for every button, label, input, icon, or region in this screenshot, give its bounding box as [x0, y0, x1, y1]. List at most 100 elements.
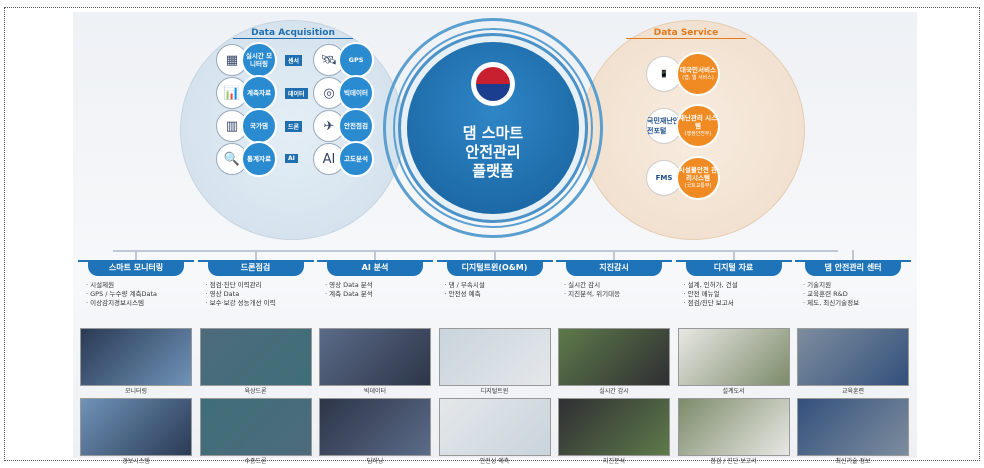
- bullet-item: · 점검·진단 이력관리: [205, 281, 262, 289]
- photo: [797, 398, 909, 456]
- category-column: 드론점검· 점검·진단 이력관리· 영상 Data· 보수·보강 성능개선 이력…: [197, 260, 314, 468]
- service-label: 대국민서비스: [680, 66, 716, 74]
- photo: [80, 398, 192, 456]
- bullet-item: · 안전 매뉴얼: [683, 290, 720, 298]
- category-header: 드론점검: [197, 260, 314, 276]
- government-emblem-icon: [471, 62, 515, 106]
- bullet-item: · 보수·보강 성능개선 이력: [205, 299, 276, 307]
- photo-caption: 수중드론: [244, 458, 267, 465]
- photo-caption: 모니터링: [124, 388, 148, 395]
- photo-caption: 육상드론: [244, 388, 267, 395]
- acquisition-item: GPS: [338, 42, 374, 78]
- bullet-list: · 실시간 감시· 지진분석, 위기대응: [558, 276, 670, 328]
- photo: [319, 328, 431, 386]
- platform-diagram: 댐 스마트 안전관리 플랫폼 Data Acquisition Data Ser…: [73, 12, 917, 465]
- bullet-item: · 계측 Data 분석: [325, 290, 373, 298]
- photo: [80, 328, 192, 386]
- bullet-item: · 교육훈련 R&D: [803, 290, 848, 298]
- connector-line: [613, 250, 615, 260]
- category-header: 디지털 자료: [675, 260, 792, 276]
- acquisition-item: 국가댐: [241, 108, 277, 144]
- ring: [393, 28, 593, 228]
- photo: [558, 398, 670, 456]
- bullet-item: · 안전성 예측: [444, 290, 481, 298]
- category-header: AI 분석: [317, 260, 433, 276]
- category-header: 댐 안전관리 센터: [795, 260, 911, 276]
- photo: [438, 328, 551, 386]
- photo: [199, 328, 312, 386]
- acquisition-tag: 드론: [285, 121, 303, 132]
- bullet-item: · 설계, 인허가, 건설: [683, 281, 738, 289]
- connector-line: [374, 250, 376, 260]
- acquisition-item: 계측자료: [241, 75, 277, 111]
- photo-caption: 지진분석: [602, 458, 626, 465]
- category-header: 지진감시: [556, 260, 672, 276]
- monitor-room-photo: ▦: [216, 44, 248, 76]
- category-column: 스마트 모니터링· 시설제원· GPS / 누수량 계측Data· 이상감지경보…: [78, 260, 194, 468]
- photo: [797, 328, 909, 386]
- connector-line: [493, 250, 496, 260]
- acquisition-item: 안전점검: [338, 108, 374, 144]
- photo-caption: 점검 / 진단 보고서: [710, 458, 757, 465]
- bullet-list: · 댐 / 부속시설· 안전성 예측: [439, 276, 551, 328]
- acquisition-tag: 데이터: [285, 88, 308, 99]
- bullet-list: · 시설제원· GPS / 누수량 계측Data· 이상감지경보시스템: [80, 276, 192, 328]
- photo: [319, 398, 431, 456]
- photo-caption: 교육훈련: [841, 388, 865, 395]
- bullet-item: · 댐 / 부속시설: [444, 281, 485, 289]
- bullet-item: · 영상 Data: [205, 290, 240, 298]
- photo-caption: 빅데이터: [363, 388, 387, 395]
- photo-caption: 안전성 예측: [479, 458, 510, 465]
- photo: [199, 398, 312, 456]
- bullet-list: · 영상 Data 분석· 계측 Data 분석: [319, 276, 431, 328]
- title-line: 플랫폼: [472, 162, 514, 180]
- photo-caption: 경보시스템: [122, 458, 150, 465]
- bullet-item: · 영상 Data 분석: [325, 281, 373, 289]
- acquisition-item: 고도분석: [338, 141, 374, 177]
- photo-caption: 최신기술 정보: [835, 458, 871, 465]
- connector-line: [135, 250, 137, 260]
- center-circle: 댐 스마트 안전관리 플랫폼: [407, 42, 579, 214]
- service-sub: (국토교통부): [684, 183, 712, 189]
- category-header: 디지털트윈(O&M): [436, 260, 553, 276]
- service-item: 대국민서비스(앱, 웹 서비스): [676, 52, 720, 96]
- bullet-item: · 실시간 감시: [564, 281, 601, 289]
- bullet-item: · 이상감지경보시스템: [86, 299, 144, 307]
- bullet-item: · 기술지원: [803, 281, 832, 289]
- photo-caption: 디지털트윈: [480, 388, 509, 395]
- data-acquisition-title: Data Acquisition: [233, 28, 353, 39]
- bullet-item: · 지진분석, 위기대응: [564, 290, 621, 298]
- service-item: 재난관리 시스템(행정안전부): [676, 104, 720, 148]
- bullet-list: · 설계, 인허가, 건설· 안전 매뉴얼· 점검/진단 보고서: [678, 276, 790, 328]
- bullet-item: · 제도, 최신기술정보: [803, 299, 860, 307]
- photo: [438, 398, 551, 456]
- center-title: 댐 스마트 안전관리 플랫폼: [407, 124, 579, 181]
- acquisition-item: 빅데이터: [338, 75, 374, 111]
- bullet-item: · GPS / 누수량 계측Data: [86, 290, 158, 298]
- acquisition-item: 실시간 모니터링: [241, 42, 277, 78]
- photo: [558, 328, 670, 386]
- photo-caption: 딥러닝: [366, 458, 384, 465]
- photo-caption: 실시간 감시: [599, 388, 629, 395]
- photo: [677, 398, 790, 456]
- connector-line: [852, 250, 854, 260]
- connector-line: [113, 250, 838, 252]
- frame: [4, 7, 980, 461]
- acquisition-tag: AI: [285, 154, 298, 163]
- service-label: 재난관리 시스템: [678, 114, 718, 130]
- acquisition-tag: 센서: [285, 55, 303, 66]
- connector-line: [254, 250, 257, 260]
- photo: [677, 328, 790, 386]
- title-line: 댐 스마트: [462, 124, 524, 142]
- acquisition-item: 통계자료: [241, 141, 277, 177]
- service-label: 시설물안전 관리시스템: [678, 166, 718, 182]
- data-service-title: Data Service: [626, 28, 746, 39]
- connector-line: [732, 250, 735, 260]
- bullet-list: · 점검·진단 이력관리· 영상 Data· 보수·보강 성능개선 이력: [200, 276, 312, 328]
- service-sub: (앱, 웹 서비스): [682, 75, 714, 81]
- bullet-list: · 기술지원· 교육훈련 R&D· 제도, 최신기술정보: [797, 276, 909, 328]
